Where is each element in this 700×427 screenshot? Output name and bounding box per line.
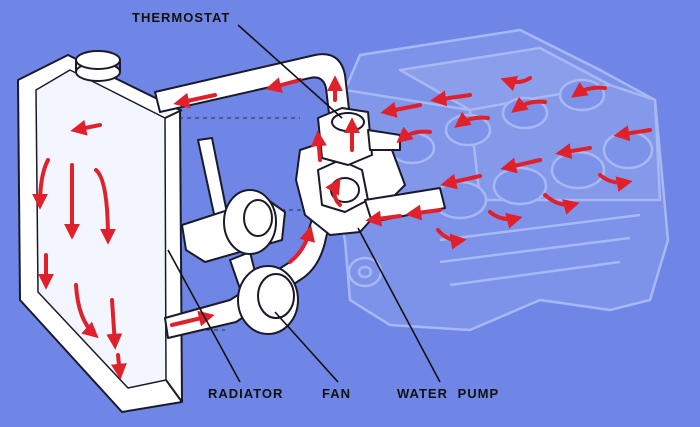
flow-arrow: [396, 126, 432, 144]
water-pump-leader: [357, 227, 441, 383]
fan-leader: [274, 311, 339, 383]
water-pump: [295, 134, 446, 236]
flow-arrow: [173, 92, 217, 109]
flow-arrow: [265, 77, 302, 93]
flow-arrow: [380, 101, 422, 118]
flow-arrow: [613, 125, 652, 142]
cylinder: [550, 150, 606, 190]
thermostat-label: THERMOSTAT: [132, 10, 231, 25]
upper-hose: [154, 53, 351, 123]
flow-arrow: [310, 130, 327, 162]
flow-arrow: [555, 143, 592, 160]
flow-arrow: [511, 96, 547, 113]
water-pump-label: WATER PUMP: [397, 386, 500, 401]
flow-arrow: [170, 310, 215, 327]
flow-arrow: [488, 210, 523, 229]
flow-arrow: [288, 225, 316, 264]
flow-arrow: [571, 82, 607, 98]
flow-arrow: [430, 90, 472, 107]
flow-arrow: [454, 111, 490, 128]
cylinder: [558, 78, 606, 112]
thermostat-leader: [237, 24, 343, 119]
flow-arrow: [74, 283, 99, 339]
cylinder: [602, 130, 654, 170]
flow-arrow: [405, 204, 442, 221]
radiator-leader: [167, 249, 241, 383]
flow-arrow: [500, 75, 532, 92]
fan: [181, 137, 299, 335]
flow-arrow: [543, 193, 580, 215]
flow-arrow: [365, 210, 402, 227]
flow-arrow: [70, 119, 102, 136]
flow-arrow: [32, 158, 50, 210]
flow-arrow: [110, 353, 127, 380]
flow-arrow: [440, 173, 482, 190]
flow-arrow: [325, 177, 342, 207]
flow-arrow: [598, 173, 633, 192]
flow-arrow: [106, 298, 123, 350]
fan-label: FAN: [322, 386, 351, 401]
flow-arrow: [436, 228, 467, 250]
cylinder: [492, 166, 548, 206]
flow-arrow: [94, 168, 116, 245]
coolant-flow-arrows: [32, 75, 652, 380]
leader-lines: [167, 24, 441, 383]
radiator-label: RADIATOR: [208, 386, 284, 401]
flow-arrow: [500, 157, 542, 174]
